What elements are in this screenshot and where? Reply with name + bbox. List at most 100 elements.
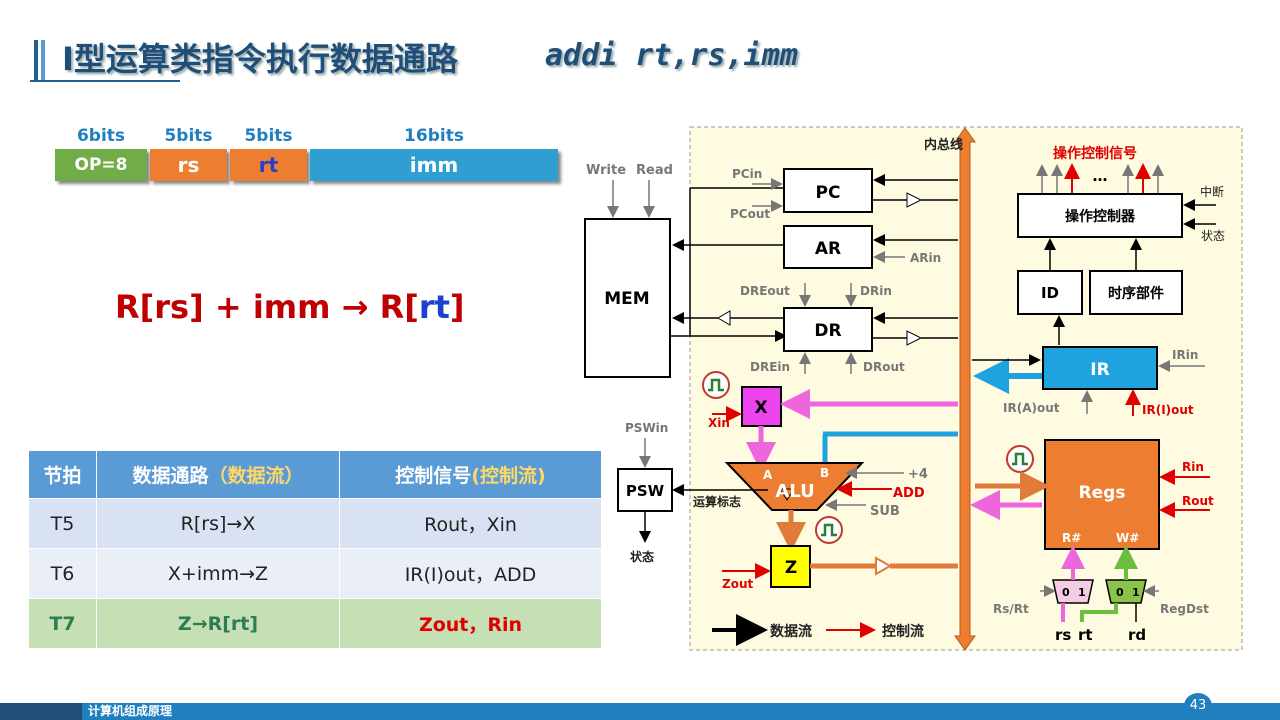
flags-label: 运算标志	[693, 494, 741, 509]
ir-box	[1042, 346, 1158, 390]
page-number: 43	[1184, 693, 1212, 719]
cell-step: T6	[28, 548, 97, 599]
step-table: 节拍 数据通路（数据流） 控制信号(控制流) T5 R[rs]→X Rout，X…	[28, 450, 602, 649]
field-imm: imm	[310, 149, 558, 181]
table-row: T7 Z→R[rt] Zout，Rin	[28, 598, 602, 649]
legend-data-label: 数据流	[770, 623, 812, 640]
cell-path: X+imm→Z	[96, 548, 340, 599]
table-row: T6 X+imm→Z IR(I)out，ADD	[28, 548, 602, 599]
title-underline	[30, 80, 180, 82]
r-out-label: Rout	[1182, 494, 1214, 508]
alu-b-label: B	[820, 466, 829, 480]
pc-out-label: PCout	[730, 207, 770, 221]
rs-rt-label: Rs/Rt	[993, 602, 1029, 616]
formula-right: ]	[449, 288, 465, 326]
course-name: 计算机组成原理	[88, 704, 173, 718]
alu-label: ALU	[775, 481, 814, 502]
field-bits-rs: 5bits	[164, 126, 213, 146]
ir-label: IR	[1090, 360, 1109, 380]
alu	[724, 462, 865, 511]
mem-box	[584, 218, 671, 378]
mux2-1-label: 1	[1132, 586, 1140, 599]
ar-label: AR	[815, 239, 841, 259]
rt-label: rt	[1078, 626, 1093, 644]
clock-icon	[815, 516, 843, 544]
ellipsis-label: …	[1093, 167, 1108, 185]
ir-in-label: IRin	[1172, 348, 1198, 362]
pc-label: PC	[816, 183, 841, 203]
z-label: Z	[785, 558, 797, 578]
w-num-label: W#	[1116, 531, 1139, 545]
read-label: Read	[636, 163, 673, 178]
cell-ctrl: Zout，Rin	[339, 598, 602, 649]
mux2-0-label: 0	[1116, 586, 1124, 599]
page-title: I型运算类指令执行数据通路	[62, 40, 458, 78]
pc-box	[783, 168, 873, 213]
mux-regdst	[1105, 579, 1147, 604]
mux-0-label: 0	[1062, 586, 1070, 599]
iri-out-label: IR(I)out	[1142, 403, 1194, 417]
title-deco-bar	[34, 40, 38, 80]
regs-label: Regs	[1079, 483, 1126, 503]
alu-a-label: A	[763, 468, 773, 482]
formula: R[rs] + imm → R[rt]	[115, 288, 465, 326]
clock-icon	[1006, 445, 1034, 473]
psw-box	[617, 468, 673, 512]
z-register	[770, 545, 811, 588]
field-rt: rt	[230, 149, 307, 181]
plus4-label: +4	[908, 467, 928, 482]
header-path: 数据通路（数据流）	[96, 450, 340, 499]
status-label: 状态	[1201, 229, 1225, 243]
pc-in-label: PCin	[732, 167, 762, 181]
r-num-label: R#	[1062, 531, 1081, 545]
clock-icon	[702, 371, 730, 399]
field-rs: rs	[150, 149, 227, 181]
mem-label: MEM	[604, 289, 649, 309]
dr-box	[783, 307, 873, 352]
sub-label: SUB	[870, 504, 900, 519]
formula-rt: rt	[418, 288, 450, 326]
field-bits-rt: 5bits	[244, 126, 293, 146]
x-in-label: Xin	[708, 416, 730, 430]
add-label: ADD	[893, 486, 925, 501]
mux-rs-rt	[1052, 579, 1094, 604]
rs-label: rs	[1055, 626, 1071, 644]
timing-box	[1089, 270, 1183, 315]
dr-label: DR	[814, 321, 841, 341]
bus-label: 内总线	[924, 137, 963, 153]
ctrl-signal-label: 操作控制信号	[1053, 145, 1137, 162]
timing-label: 时序部件	[1108, 285, 1164, 302]
header-ctrl: 控制信号(控制流)	[339, 450, 602, 499]
formula-left: R[rs] + imm → R[	[115, 288, 419, 326]
regdst-label: RegDst	[1160, 602, 1209, 616]
x-label: X	[754, 398, 767, 418]
x-register	[741, 386, 782, 427]
cell-ctrl: Rout，Xin	[339, 498, 602, 549]
ira-out-label: IR(A)out	[1003, 401, 1060, 415]
psw-label: PSW	[626, 482, 665, 500]
interrupt-label: 中断	[1200, 184, 1224, 199]
dr-out-label: DRout	[863, 360, 905, 374]
title-deco-bar	[41, 40, 45, 80]
id-box	[1017, 270, 1083, 315]
footer-bar	[0, 703, 1280, 720]
dre-in-label: DREin	[750, 360, 790, 374]
controller-label: 操作控制器	[1065, 208, 1136, 225]
cell-step: T7	[28, 598, 97, 649]
field-bits-op: 6bits	[76, 126, 126, 146]
cell-path: R[rs]→X	[96, 498, 340, 549]
write-label: Write	[586, 163, 626, 178]
table-row: T5 R[rs]→X Rout，Xin	[28, 498, 602, 549]
z-out-label: Zout	[722, 577, 753, 591]
dr-in-label: DRin	[860, 284, 892, 298]
controller-box	[1017, 193, 1183, 238]
field-bits-imm: 16bits	[404, 126, 464, 146]
field-op: OP=8	[55, 149, 147, 181]
dre-out-label: DREout	[740, 284, 790, 298]
mux-1-label: 1	[1078, 586, 1086, 599]
cell-path: Z→R[rt]	[96, 598, 340, 649]
psw-state-label: 状态	[630, 549, 654, 564]
footer-accent	[0, 703, 82, 720]
